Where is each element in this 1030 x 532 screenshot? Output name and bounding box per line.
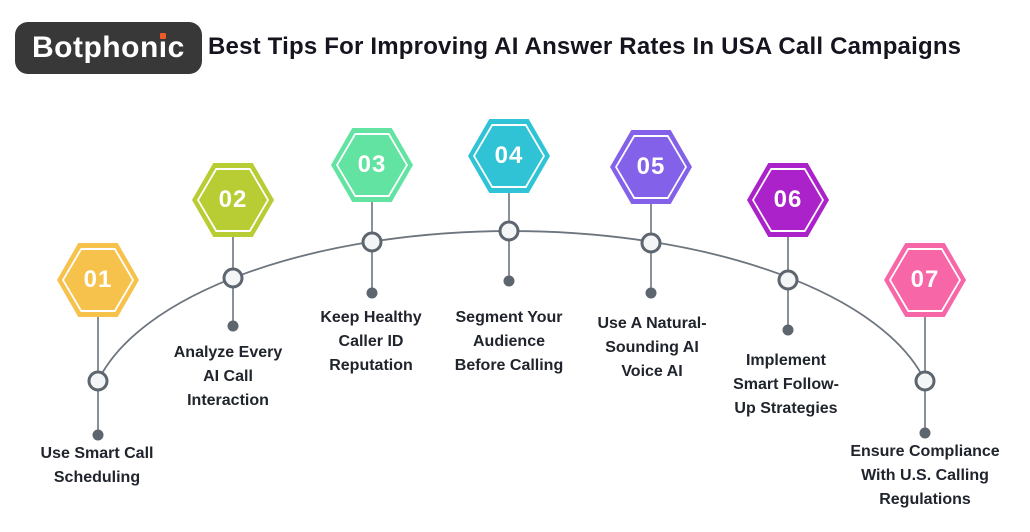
arc-node-01 bbox=[87, 370, 109, 392]
step-label-line: With U.S. Calling bbox=[861, 467, 989, 484]
step-label-line: Segment Your bbox=[455, 309, 563, 326]
step-label-05: Use A Natural- Sounding AI Voice AI bbox=[552, 312, 752, 384]
step-label-line: Implement bbox=[745, 352, 826, 369]
end-dot-03 bbox=[366, 287, 378, 299]
step-label-line: Smart Follow- bbox=[733, 376, 839, 393]
arc-node-06 bbox=[777, 269, 799, 291]
step-label-line: Regulations bbox=[879, 491, 971, 508]
step-number-03: 03 bbox=[357, 151, 387, 178]
step-label-line: Interaction bbox=[187, 392, 269, 409]
step-number-01: 01 bbox=[83, 266, 113, 293]
end-dot-02 bbox=[227, 320, 239, 332]
step-label-line: Use A Natural- bbox=[597, 315, 707, 332]
end-dot-06 bbox=[782, 324, 794, 336]
step-label-line: Caller ID bbox=[338, 333, 404, 350]
step-label-line: Reputation bbox=[329, 357, 413, 374]
arc-node-04 bbox=[498, 220, 520, 242]
logo-letter-i: i bbox=[158, 31, 168, 64]
step-label-line: Keep Healthy bbox=[320, 309, 422, 326]
step-label-line: Sounding AI bbox=[605, 339, 699, 356]
step-label-line: Audience bbox=[472, 333, 545, 350]
step-number-06: 06 bbox=[773, 186, 803, 213]
arc-node-07 bbox=[914, 370, 936, 392]
end-dot-07 bbox=[919, 427, 931, 439]
page-title: Best Tips For Improving AI Answer Rates … bbox=[208, 33, 962, 60]
step-hexagon-05: 05 bbox=[610, 130, 692, 204]
step-label-line: Use Smart Call bbox=[40, 445, 154, 462]
logo-text-pre: Botphon bbox=[32, 31, 159, 64]
step-number-04: 04 bbox=[494, 142, 524, 169]
step-label-line: Ensure Compliance bbox=[850, 443, 1000, 460]
end-dot-04 bbox=[503, 275, 515, 287]
step-label-line: Up Strategies bbox=[734, 400, 838, 417]
arc-node-02 bbox=[222, 267, 244, 289]
arc-node-05 bbox=[640, 232, 662, 254]
step-label-line: Scheduling bbox=[53, 469, 141, 486]
end-dot-05 bbox=[645, 287, 657, 299]
end-dot-01 bbox=[92, 429, 104, 441]
step-label-line: Before Calling bbox=[454, 357, 564, 374]
arc-node-03 bbox=[361, 231, 383, 253]
step-number-05: 05 bbox=[636, 153, 666, 180]
step-label-line: Voice AI bbox=[621, 363, 683, 380]
step-number-07: 07 bbox=[910, 266, 940, 293]
logo-text-post: c bbox=[167, 31, 185, 64]
step-label-line: Analyze Every bbox=[173, 344, 283, 361]
step-label-line: AI Call bbox=[203, 368, 253, 385]
step-number-02: 02 bbox=[218, 186, 248, 213]
